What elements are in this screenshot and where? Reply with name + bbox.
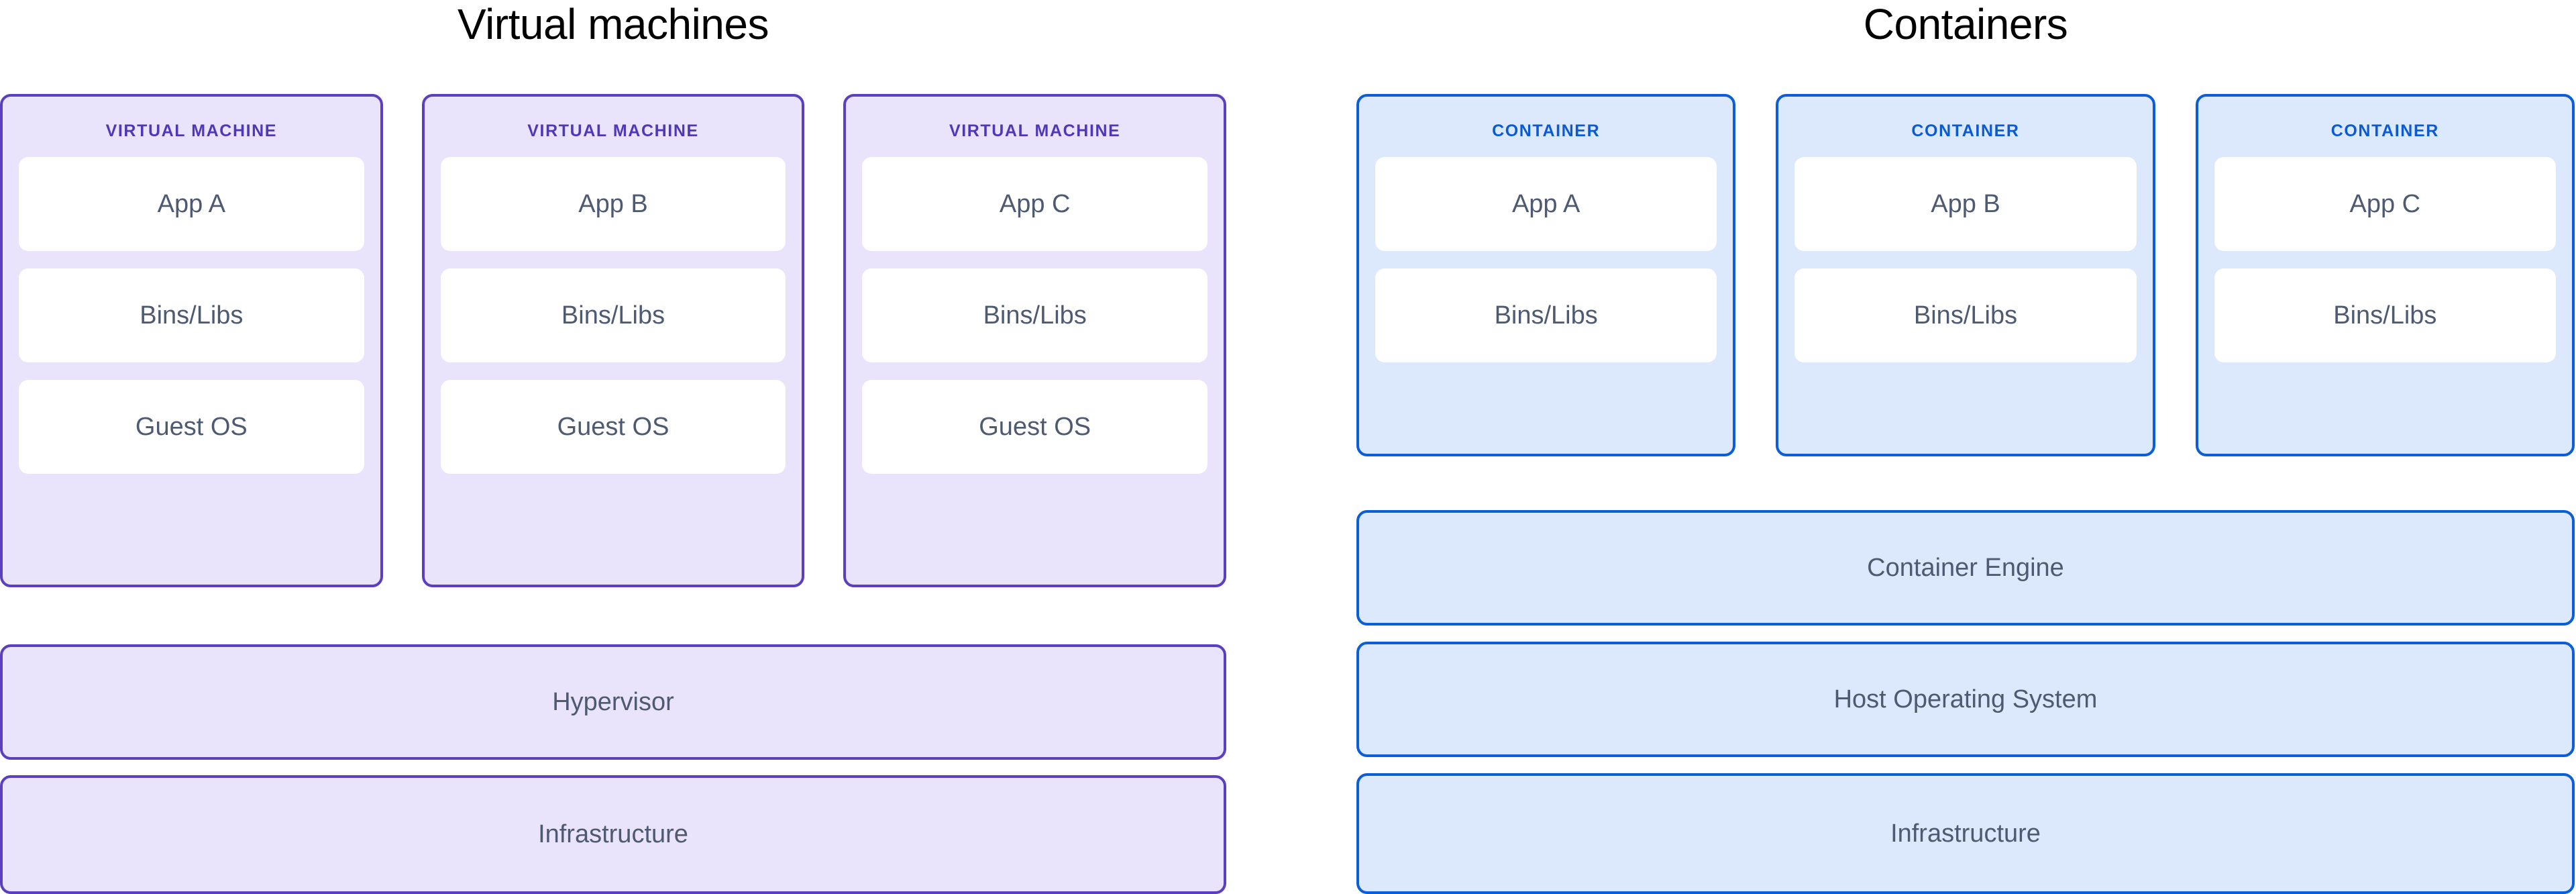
vm-infrastructure-bar: Infrastructure bbox=[0, 775, 1226, 894]
virtual-machine-label: VIRTUAL MACHINE bbox=[527, 121, 699, 140]
guest-os-card: Guest OS bbox=[862, 380, 1208, 474]
container-panel-1: CONTAINER App A Bins/Libs bbox=[1356, 94, 1736, 456]
container-panels: CONTAINER App A Bins/Libs CONTAINER App … bbox=[1356, 94, 2575, 456]
guest-os-card: Guest OS bbox=[19, 380, 364, 474]
container-infrastructure-bar: Infrastructure bbox=[1356, 773, 2575, 894]
virtual-machine-panel-1: VIRTUAL MACHINE App A Bins/Libs Guest OS bbox=[0, 94, 383, 587]
bins-libs-card: Bins/Libs bbox=[19, 268, 364, 362]
guest-os-card: Guest OS bbox=[440, 380, 786, 474]
virtual-machine-label: VIRTUAL MACHINE bbox=[105, 121, 278, 140]
containers-title: Containers bbox=[1863, 0, 2068, 48]
app-card: App C bbox=[862, 157, 1208, 251]
containers-column: Containers CONTAINER App A Bins/Libs CON… bbox=[1356, 0, 2575, 894]
container-label: CONTAINER bbox=[1911, 121, 2020, 140]
bins-libs-card: Bins/Libs bbox=[1794, 268, 2137, 362]
virtual-machine-panels: VIRTUAL MACHINE App A Bins/Libs Guest OS… bbox=[0, 94, 1227, 587]
bins-libs-card: Bins/Libs bbox=[1375, 268, 1717, 362]
container-engine-bar: Container Engine bbox=[1356, 510, 2575, 626]
virtual-machine-label: VIRTUAL MACHINE bbox=[949, 121, 1121, 140]
bins-libs-card: Bins/Libs bbox=[440, 268, 786, 362]
bins-libs-card: Bins/Libs bbox=[862, 268, 1208, 362]
hypervisor-bar: Hypervisor bbox=[0, 644, 1226, 760]
app-card: App C bbox=[2214, 157, 2556, 251]
app-card: App B bbox=[440, 157, 786, 251]
virtual-machine-panel-3: VIRTUAL MACHINE App C Bins/Libs Guest OS bbox=[843, 94, 1227, 587]
virtual-machines-title: Virtual machines bbox=[458, 0, 769, 48]
app-card: App B bbox=[1794, 157, 2137, 251]
container-panel-2: CONTAINER App B Bins/Libs bbox=[1776, 94, 2155, 456]
container-label: CONTAINER bbox=[1492, 121, 1601, 140]
virtual-machine-panel-2: VIRTUAL MACHINE App B Bins/Libs Guest OS bbox=[421, 94, 805, 587]
app-card: App A bbox=[1375, 157, 1717, 251]
container-panel-3: CONTAINER App C Bins/Libs bbox=[2195, 94, 2575, 456]
host-operating-system-bar: Host Operating System bbox=[1356, 642, 2575, 757]
app-card: App A bbox=[19, 157, 364, 251]
container-label: CONTAINER bbox=[2330, 121, 2439, 140]
virtual-machines-column: Virtual machines VIRTUAL MACHINE App A B… bbox=[0, 0, 1227, 894]
bins-libs-card: Bins/Libs bbox=[2214, 268, 2556, 362]
